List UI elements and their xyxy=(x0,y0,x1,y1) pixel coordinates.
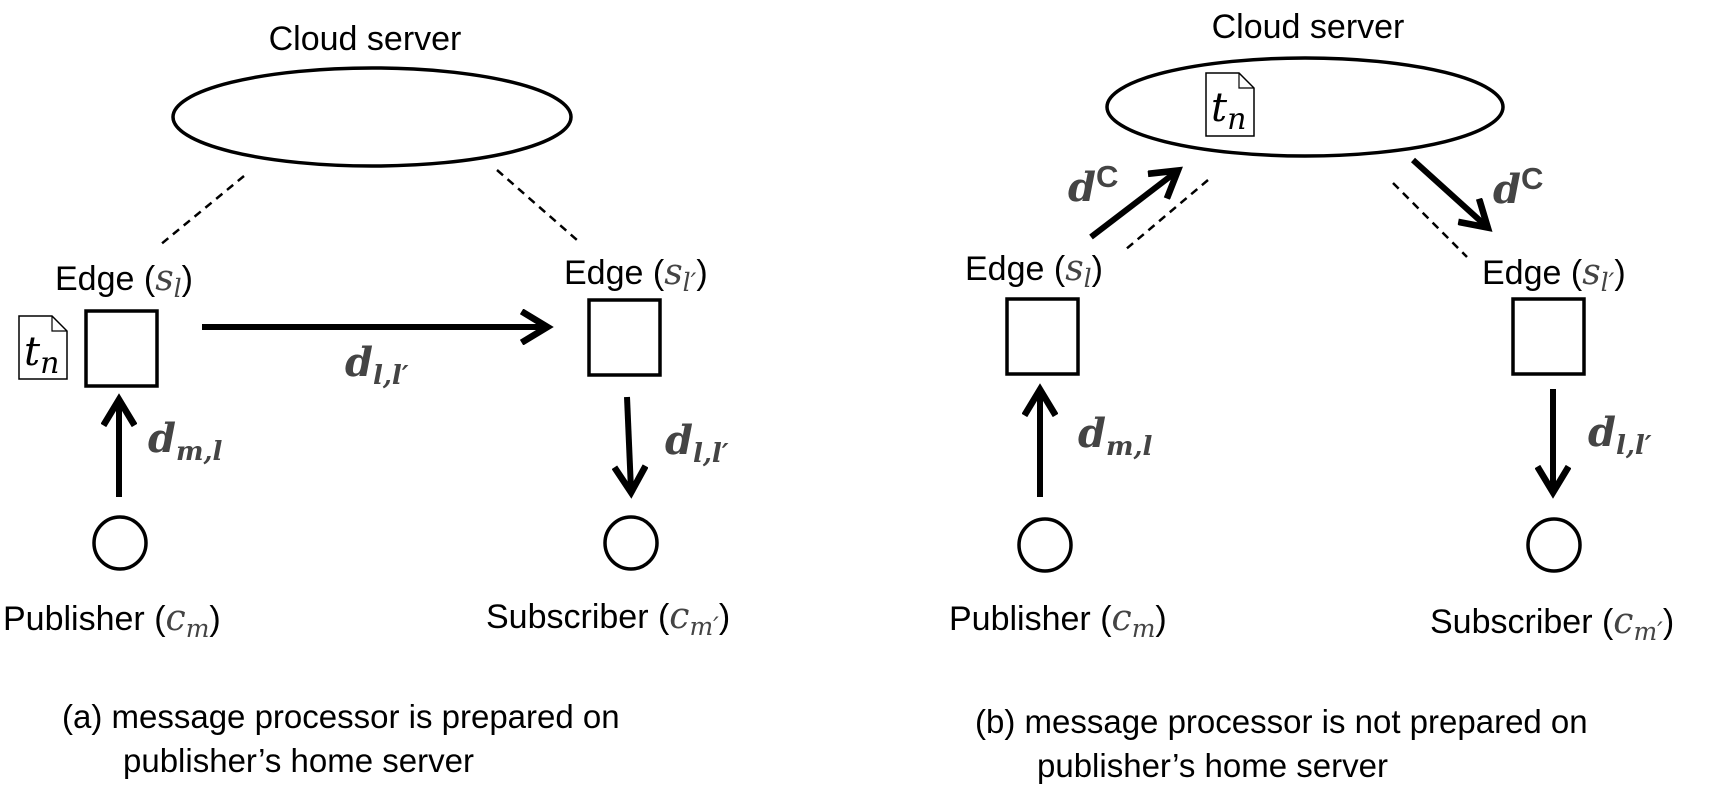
edge-server-right-a xyxy=(587,298,662,377)
cloud-link-right-a xyxy=(496,169,578,241)
caption-a-line1: (a) message processor is prepared on xyxy=(62,698,620,735)
panel-a: Cloud server Edge (sl) Edge (sl′) tn dl,… xyxy=(3,20,730,779)
arrow-label-subscriber-a: dl,l′ xyxy=(665,417,729,469)
subscriber-node-a xyxy=(603,515,659,571)
arrow-label-publisher-b: dm,l xyxy=(1078,410,1153,462)
publisher-label-b: Publisher (cm) xyxy=(949,598,1167,643)
cloud-server-node-b xyxy=(1105,56,1505,158)
arrow-edge-to-subscriber-a xyxy=(627,396,631,490)
edge-server-left-a xyxy=(84,309,159,388)
arrow-label-from-cloud-b: dC xyxy=(1493,161,1543,213)
caption-a-line2: publisher’s home server xyxy=(123,742,474,779)
task-document-icon-b: tn xyxy=(1205,72,1255,137)
edge-server-right-b xyxy=(1511,297,1586,376)
task-label-a: tn xyxy=(24,329,59,381)
publisher-label-a: Publisher (cm) xyxy=(3,598,221,643)
arrow-label-edge-to-edge-a: dl,l′ xyxy=(345,339,409,391)
arrow-label-to-cloud-b: dC xyxy=(1068,159,1118,211)
task-label-b: tn xyxy=(1211,85,1246,137)
cloud-link-left-a xyxy=(159,175,245,246)
cloud-link-left-b xyxy=(1124,179,1209,251)
publisher-node-a xyxy=(92,515,148,571)
arrow-cloud-to-edge-b xyxy=(1410,157,1486,226)
subscriber-label-a: Subscriber (cm′) xyxy=(486,596,730,641)
arrow-label-subscriber-b: dl,l′ xyxy=(1588,409,1652,461)
subscriber-node-b xyxy=(1526,517,1582,573)
edge-left-label-b: Edge (sl) xyxy=(965,248,1103,293)
cloud-server-node-a xyxy=(171,66,573,168)
edge-right-label-b: Edge (sl′) xyxy=(1482,252,1626,297)
edge-server-left-b xyxy=(1005,297,1080,376)
cloud-server-label-a: Cloud server xyxy=(269,20,462,58)
cloud-link-right-b xyxy=(1392,182,1468,258)
panel-b: Cloud server tn dC dC Edge (sl) Edge (sl… xyxy=(949,8,1674,784)
task-document-icon-a: tn xyxy=(18,315,68,381)
edge-right-label-a: Edge (sl′) xyxy=(564,252,708,297)
caption-b-line1: (b) message processor is not prepared on xyxy=(975,703,1588,740)
arrow-label-publisher-a: dm,l xyxy=(148,415,223,467)
caption-b-line2: publisher’s home server xyxy=(1037,747,1388,784)
arrow-edge-to-cloud-b xyxy=(1089,172,1176,240)
cloud-server-label-b: Cloud server xyxy=(1212,8,1405,46)
subscriber-label-b: Subscriber (cm′) xyxy=(1430,601,1674,646)
publisher-node-b xyxy=(1017,517,1073,573)
edge-left-label-a: Edge (sl) xyxy=(55,258,193,303)
